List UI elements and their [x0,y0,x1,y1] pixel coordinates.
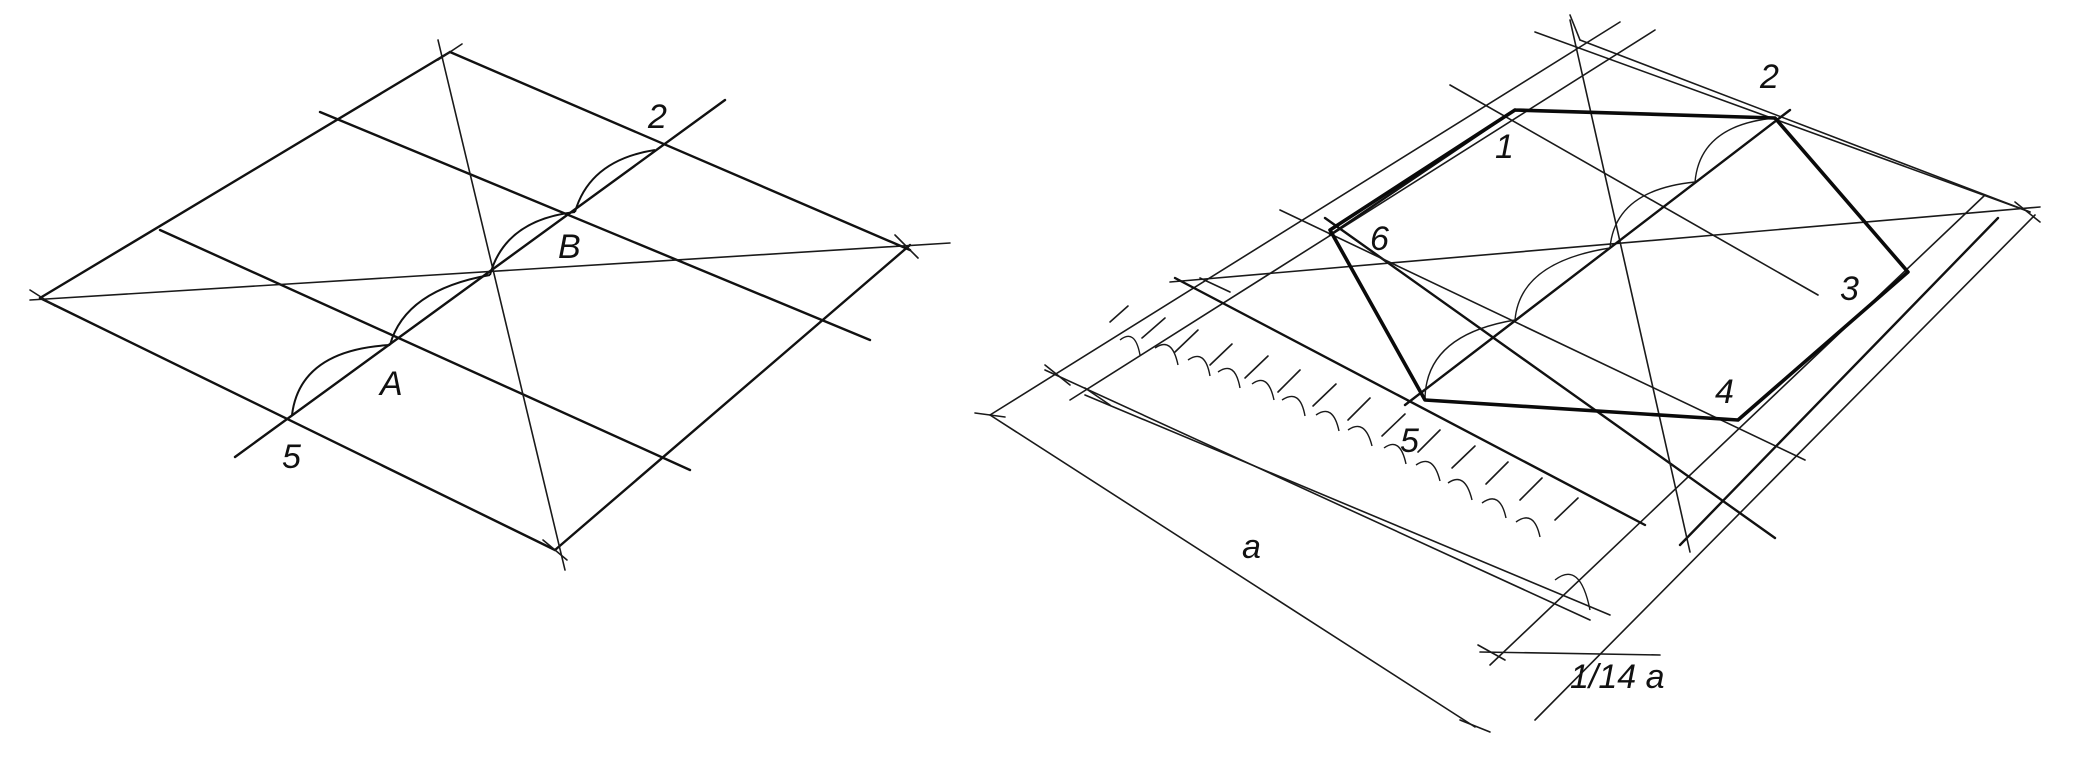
right-construction-arcs [1424,117,1776,401]
right-division-ticks [1109,305,1579,521]
left-label-5: 5 [282,438,301,476]
right-ticks [974,14,2041,733]
right-label-3: 3 [1840,270,1859,308]
left-outline [38,50,912,552]
right-label-1: 1 [1495,128,1514,166]
right-label-6: 6 [1370,220,1389,258]
left-figure: 2 B A 5 [29,39,951,571]
left-label-2: 2 [647,98,667,136]
right-label-2: 2 [1759,58,1779,96]
right-figure: 1 2 3 4 5 6 a 1/14 a [974,14,2041,733]
left-label-b: B [558,228,581,266]
right-label-5: 5 [1400,422,1419,460]
right-dimension-lines [989,369,1661,728]
right-division-arcs [1119,335,1591,611]
right-label-dimension-fraction: 1/14 a [1570,658,1665,696]
right-hexagon [1328,108,1910,422]
right-inner-lines [1169,19,2041,553]
left-diagonals [29,39,951,571]
right-label-4: 4 [1715,373,1734,411]
left-inner-lines [158,98,872,472]
right-side-lines [1489,194,2036,721]
right-label-dimension-a: a [1242,528,1261,566]
right-outer-frame [989,21,2031,416]
left-arcs [291,149,656,416]
left-label-a: A [378,365,403,403]
left-ticks [29,43,919,561]
